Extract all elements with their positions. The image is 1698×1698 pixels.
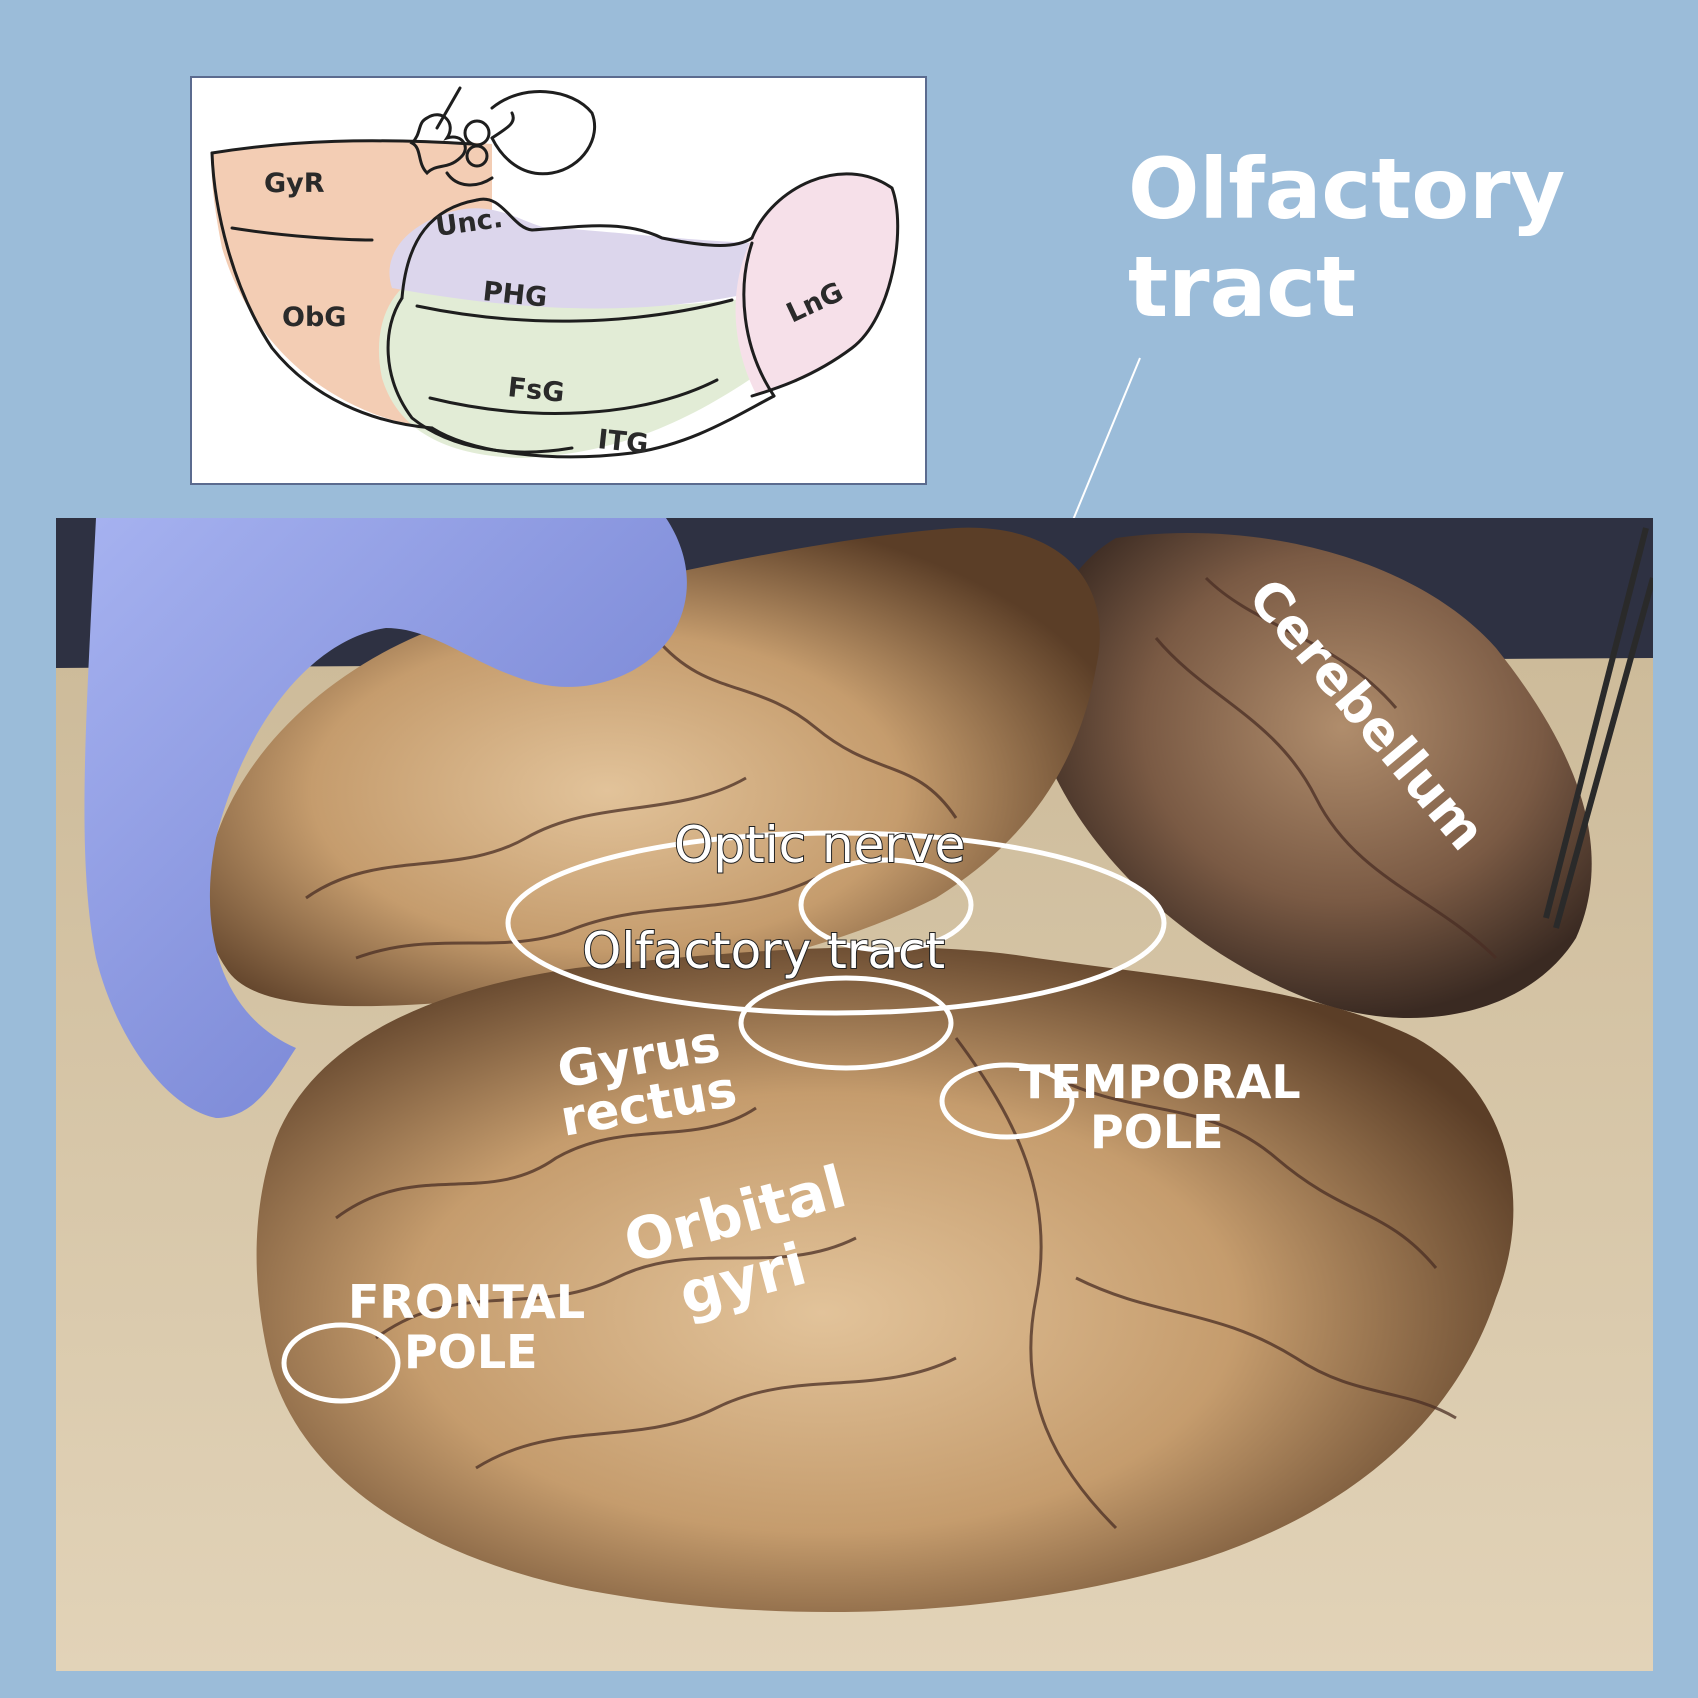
- annotation-ellipses: [281, 830, 1167, 1404]
- schematic-svg: GyR ObG Unc. PHG FsG ITG LnG: [210, 86, 900, 460]
- forceps: [1543, 527, 1653, 929]
- label-gyr: GyR: [264, 168, 325, 199]
- page-title: Olfactory tract: [1128, 140, 1565, 336]
- label-olfactory-tract: Olfactory tract: [582, 922, 945, 980]
- label-temporal-pole-line1: TEMPORAL: [1019, 1055, 1301, 1109]
- label-frontal-pole-line2: POLE: [404, 1325, 538, 1379]
- optic-nerve-ellipse: [798, 857, 974, 953]
- title-line-1: Olfactory: [1128, 140, 1566, 238]
- label-temporal-pole-line2: POLE: [1090, 1105, 1224, 1159]
- brain-photo: Optic nerve Olfactory tract Cerebellum G…: [56, 518, 1653, 1671]
- brain-photo-panel: Optic nerve Olfactory tract Cerebellum G…: [56, 518, 1653, 1671]
- olfactory-tract-inner-ellipse: [738, 975, 954, 1071]
- schematic-outlines: [210, 86, 900, 459]
- uncus-phg-region: [389, 208, 752, 309]
- label-fsg: FsG: [506, 372, 566, 409]
- label-frontal-pole-line1: FRONTAL: [348, 1275, 585, 1329]
- fusiform-itg-region: [378, 288, 752, 458]
- label-phg: PHG: [481, 276, 548, 314]
- label-optic-nerve: Optic nerve: [674, 816, 965, 874]
- title-line-2: tract: [1128, 238, 1357, 336]
- lingual-region: [735, 173, 898, 396]
- gloved-hand: [84, 518, 687, 1118]
- label-itg: ITG: [596, 424, 650, 460]
- frontal-pole-ellipse: [281, 1322, 401, 1404]
- lower-brain-lobe: [256, 947, 1514, 1612]
- upper-brain-lobe: [204, 527, 1100, 1007]
- label-obg: ObG: [282, 302, 346, 333]
- sulci-lines: [305, 576, 1498, 1530]
- olfactory-tract-ellipse: [505, 830, 1167, 1016]
- brain-schematic-diagram: GyR ObG Unc. PHG FsG ITG LnG: [190, 76, 927, 485]
- temporal-pole-ellipse: [939, 1062, 1075, 1140]
- cerebellum-shape: [1038, 532, 1592, 1018]
